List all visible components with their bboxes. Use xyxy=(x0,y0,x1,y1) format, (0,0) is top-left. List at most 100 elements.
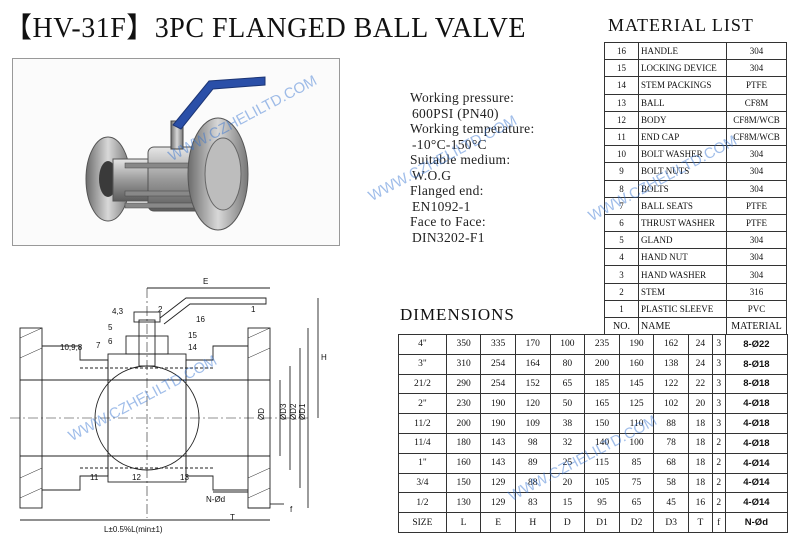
dimension-cell: 15 xyxy=(549,492,586,514)
dimension-header-cell: f xyxy=(711,512,726,533)
dimension-cell: 16 xyxy=(687,492,713,514)
dimension-cell: 254 xyxy=(480,373,516,395)
material-cell: 304 xyxy=(726,41,787,61)
material-cell: 16 xyxy=(604,41,639,61)
dimension-cell: 4-Ø14 xyxy=(724,472,789,494)
dimension-cell: 8-Ø22 xyxy=(724,334,789,355)
dimension-cell: 160 xyxy=(445,452,482,474)
material-cell: BOLT WASHER xyxy=(638,145,727,164)
page-title: 【HV-31F】3PC FLANGED BALL VALVE xyxy=(4,13,526,44)
spec-label: Flanged end: xyxy=(410,183,484,198)
dimension-cell: 200 xyxy=(445,413,482,434)
dimension-cell: 4-Ø18 xyxy=(724,393,789,415)
dim-nd-label: N-Ød xyxy=(206,495,225,504)
dimension-cell: 83 xyxy=(514,492,551,514)
dimension-cell: 98 xyxy=(514,432,551,454)
dim-d2-label: ØD2 xyxy=(289,403,298,420)
dimension-cell: 45 xyxy=(653,492,689,514)
dimension-cell: 190 xyxy=(480,393,516,415)
dimension-header-cell: D2 xyxy=(618,512,655,533)
spec-block: Working pressure: 600PSI (PN40) Working … xyxy=(410,90,535,245)
dimension-cell: 350 xyxy=(445,334,482,355)
dimension-cell: 109 xyxy=(514,413,551,434)
dimension-cell: 4-Ø18 xyxy=(724,413,789,434)
dimension-cell: 8-Ø18 xyxy=(724,373,789,395)
dimension-cell: 4-Ø18 xyxy=(724,432,789,454)
dimension-cell: 20 xyxy=(687,393,713,415)
dimension-cell: 140 xyxy=(584,432,620,454)
material-cell: 6 xyxy=(604,213,639,233)
dimension-cell: 120 xyxy=(514,393,551,415)
dimension-cell: 22 xyxy=(687,373,713,395)
material-cell: BALL xyxy=(638,93,727,112)
material-header-cell: NAME xyxy=(638,316,727,336)
dimension-cell: 21/2 xyxy=(398,373,447,395)
part-label: 14 xyxy=(188,343,197,352)
spec-value: -10°C-150°C xyxy=(412,136,487,152)
material-cell: THRUST WASHER xyxy=(638,213,727,233)
dimension-header-cell: N-Ød xyxy=(724,512,789,533)
dimension-cell: 200 xyxy=(584,353,620,375)
dimension-cell: 32 xyxy=(549,432,586,454)
dimension-cell: 89 xyxy=(514,452,551,474)
dimension-cell: 100 xyxy=(549,334,586,355)
material-cell: END CAP xyxy=(638,127,727,147)
material-cell: 304 xyxy=(726,248,787,267)
dimension-cell: 254 xyxy=(480,353,516,375)
material-cell: 10 xyxy=(604,145,639,164)
dimension-cell: 143 xyxy=(480,452,516,474)
dimension-cell: 2" xyxy=(398,393,447,415)
dimension-cell: 335 xyxy=(480,334,516,355)
material-cell: 304 xyxy=(726,179,787,198)
material-cell: STEM PACKINGS xyxy=(638,76,727,95)
gland xyxy=(125,335,169,355)
material-cell: 11 xyxy=(604,127,639,147)
material-cell: BODY xyxy=(638,110,727,129)
material-cell: HAND NUT xyxy=(638,248,727,267)
dimension-cell: 58 xyxy=(653,472,689,494)
part-label: 10,9,8 xyxy=(60,343,83,352)
material-cell: 1 xyxy=(604,299,639,319)
dimension-cell: 190 xyxy=(618,334,655,355)
dimension-cell: 85 xyxy=(618,452,655,474)
material-cell: 12 xyxy=(604,110,639,129)
dimension-cell: 78 xyxy=(653,432,689,454)
dimension-cell: 152 xyxy=(514,373,551,395)
dimension-cell: 68 xyxy=(653,452,689,474)
dimension-cell: 50 xyxy=(549,393,586,415)
dimension-cell: 130 xyxy=(445,492,482,514)
dimension-cell: 1" xyxy=(398,452,447,474)
material-header-cell: MATERIAL xyxy=(726,316,787,336)
spec-value: W.O.G xyxy=(412,167,452,183)
dimension-cell: 18 xyxy=(687,452,713,474)
dimension-cell: 150 xyxy=(584,413,620,434)
material-cell: 9 xyxy=(604,162,639,181)
dimension-cell: 180 xyxy=(445,432,482,454)
dimension-cell: 1/2 xyxy=(398,492,447,514)
dim-f-label: f xyxy=(290,505,293,514)
dimension-cell: 164 xyxy=(514,353,551,375)
material-cell: 15 xyxy=(604,59,639,78)
dimension-cell: 3/4 xyxy=(398,472,447,494)
part-label: 2 xyxy=(158,305,163,314)
material-cell: HAND WASHER xyxy=(638,265,727,284)
dim-d-label: ØD xyxy=(257,408,266,420)
material-cell: PVC xyxy=(726,299,787,319)
dimension-cell: 2 xyxy=(711,452,726,474)
material-header-cell: NO. xyxy=(604,316,639,336)
dimension-cell: 4" xyxy=(398,334,447,355)
dimension-cell: 3 xyxy=(711,413,726,434)
dimension-header-cell: T xyxy=(687,512,713,533)
